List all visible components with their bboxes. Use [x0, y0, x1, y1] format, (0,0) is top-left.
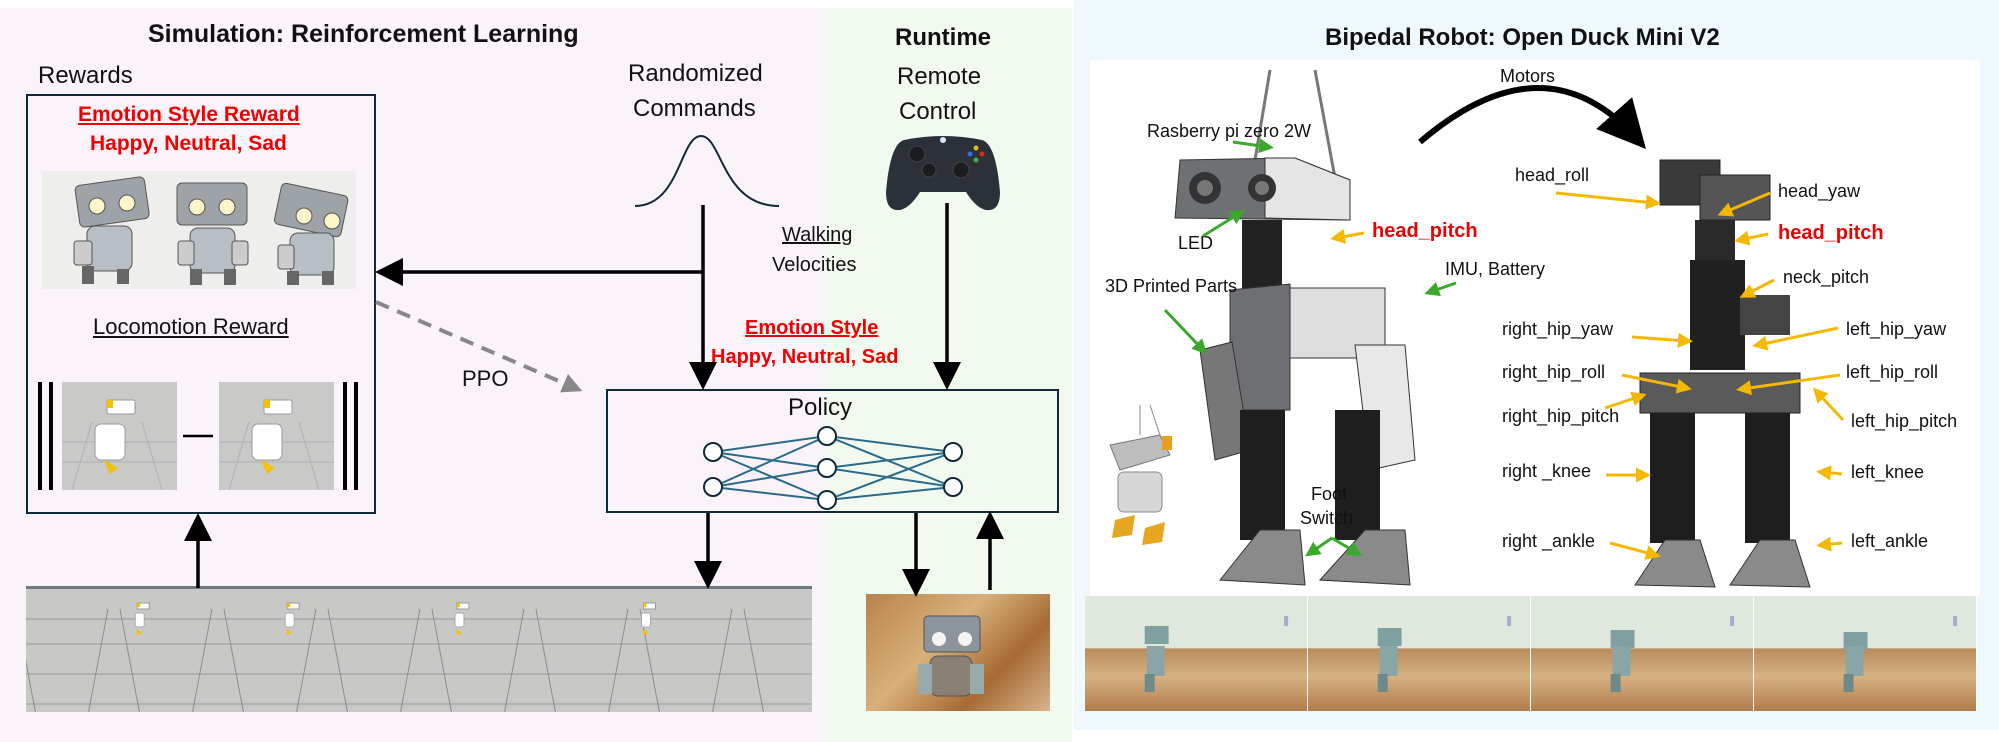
- rewards-label: Rewards: [38, 62, 133, 89]
- ppo-label: PPO: [462, 366, 509, 391]
- floor-grid-line: [192, 608, 213, 712]
- happy-robot-figure: [73, 176, 150, 284]
- foot-switch-line2: Switch: [1300, 508, 1354, 528]
- real-robot-photo-strip: [1085, 596, 1977, 711]
- photo-strip-frame: [1754, 596, 1977, 711]
- robot-cad-full: [1160, 60, 1460, 596]
- robot-render-small: [1100, 400, 1180, 550]
- floor-grid-line: [743, 608, 764, 712]
- neutral-robot-figure: [176, 182, 249, 285]
- sim-robot: [134, 602, 150, 635]
- motors-label: Motors: [1500, 66, 1556, 86]
- locomotion-sim-frame-target: [62, 382, 177, 490]
- sim-robot: [640, 602, 656, 635]
- head-roll-label: head_roll: [1515, 165, 1590, 185]
- photo-strip-frame: [1531, 596, 1754, 711]
- floor-grid-line: [431, 608, 452, 712]
- floor-grid-line: [608, 608, 629, 712]
- emotion-reward-title: Emotion Style Reward: [78, 103, 300, 126]
- head-pitch-label: head_pitch: [1778, 222, 1884, 244]
- locomotion-reward-title: Locomotion Reward: [93, 314, 289, 339]
- policy-box: [606, 389, 1059, 513]
- floor-grid-line: [223, 608, 244, 712]
- foot-switch-line1: Foot: [1311, 484, 1348, 504]
- floor-grid-line: [26, 659, 36, 712]
- left-hip-yaw-label: left_hip_yaw: [1846, 319, 1947, 339]
- head-yaw-label: head_yaw: [1778, 181, 1861, 201]
- right-hip-yaw-label: right_hip_yaw: [1502, 319, 1614, 339]
- floor-grid-line: [712, 608, 733, 712]
- remote-control-line2: Control: [899, 98, 977, 125]
- head-pitch-label-front: head_pitch: [1372, 220, 1478, 242]
- real-robot-photo: [866, 594, 1050, 711]
- emotion-style-title: Emotion Style: [745, 317, 879, 339]
- right-hip-roll-label: right_hip_roll: [1502, 362, 1606, 382]
- sad-robot-figure: [274, 182, 349, 285]
- simulation-environment-strip: [26, 586, 812, 712]
- imu-battery-label: IMU, Battery: [1445, 259, 1546, 279]
- walking-velocities-line2: Velocities: [772, 254, 857, 276]
- emotion-robots-illustration: [42, 171, 356, 289]
- photo-strip-frame: [1085, 596, 1308, 711]
- walking-velocities-line1: Walking: [782, 224, 853, 246]
- rpi-label: Rasberry pi zero 2W: [1147, 121, 1312, 141]
- emotion-reward-styles: Happy, Neutral, Sad: [90, 132, 287, 155]
- randomized-commands-line1: Randomized: [628, 60, 763, 87]
- led-label: LED: [1178, 233, 1214, 253]
- right-hip-pitch-label: right_hip_pitch: [1502, 406, 1620, 426]
- left-hip-pitch-label: left_hip_pitch: [1851, 411, 1958, 431]
- randomized-commands-line2: Commands: [633, 95, 756, 122]
- sim-robot: [284, 602, 300, 635]
- right-ankle-label: right _ankle: [1502, 531, 1596, 551]
- floor-grid-line: [535, 608, 556, 712]
- robot-title: Bipedal Robot: Open Duck Mini V2: [1325, 24, 1720, 51]
- photo-strip-frame: [1308, 596, 1531, 711]
- floor-grid-line: [504, 608, 525, 712]
- policy-label: Policy: [788, 394, 853, 421]
- remote-control-line1: Remote: [897, 63, 982, 90]
- game-controller-icon: [884, 132, 1002, 214]
- locomotion-sim-frame-actual: [219, 382, 334, 490]
- sim-robot: [454, 602, 470, 635]
- floor-grid-line: [400, 608, 421, 712]
- printed-parts-label: 3D Printed Parts: [1105, 276, 1238, 296]
- right-knee-label: right _knee: [1502, 461, 1592, 481]
- neck-pitch-label: neck_pitch: [1783, 267, 1870, 287]
- emotion-style-values: Happy, Neutral, Sad: [711, 346, 899, 368]
- runtime-title: Runtime: [895, 24, 991, 51]
- floor-grid-line: [296, 608, 317, 712]
- robot-cad-motors: [1620, 155, 1820, 595]
- left-ankle-label: left_ankle: [1851, 531, 1929, 551]
- left-knee-label: left_knee: [1851, 462, 1925, 482]
- simulation-title: Simulation: Reinforcement Learning: [148, 20, 579, 48]
- floor-grid-line: [88, 608, 109, 712]
- floor-grid-line: [327, 608, 348, 712]
- left-hip-roll-label: left_hip_roll: [1846, 362, 1939, 382]
- floor-grid-line: [119, 608, 140, 712]
